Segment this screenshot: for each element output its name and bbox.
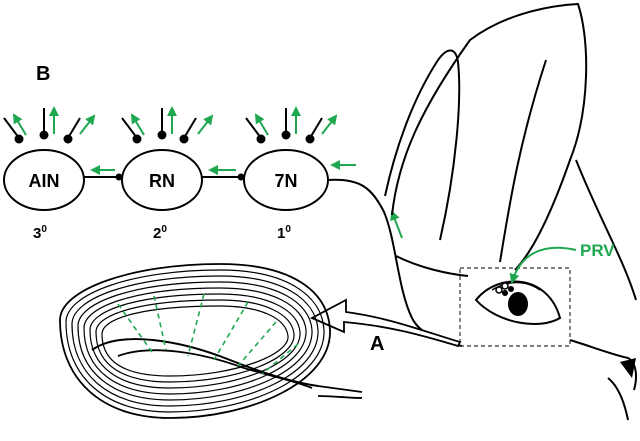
prv-label: PRV [580,241,615,260]
orbicularis-muscle [59,263,363,419]
eye-region-box [459,267,571,347]
node-rn-label: RN [149,171,175,191]
rabbit-eye [474,280,562,325]
prv-injection-arrow [509,246,577,284]
magnification-arrow [309,298,462,348]
panel-b-label: B [36,63,50,85]
node-rn: RN 20 [121,106,214,242]
node-ain-label: AIN [29,171,60,191]
muscle-innervation-lines [117,293,299,375]
ain-synaptic-inputs [3,108,81,144]
node-rn-order: 20 [153,224,167,242]
rn-retrograde-arrows [130,106,214,136]
rn-synaptic-inputs [121,108,197,144]
7n-retrograde-arrows [254,106,338,136]
nose-shape [620,358,636,378]
node-7n: 7N 10 [243,106,338,242]
7n-synaptic-inputs [245,108,323,144]
inter-node-connections [84,160,356,181]
panel-a-label: A [370,333,384,355]
node-7n-order: 10 [277,224,291,242]
node-ain: AIN 30 [3,106,96,242]
node-7n-label: 7N [274,171,297,191]
ain-retrograde-arrows [12,106,96,136]
rabbit-head-outline [384,2,637,421]
node-ain-order: 30 [33,224,47,242]
